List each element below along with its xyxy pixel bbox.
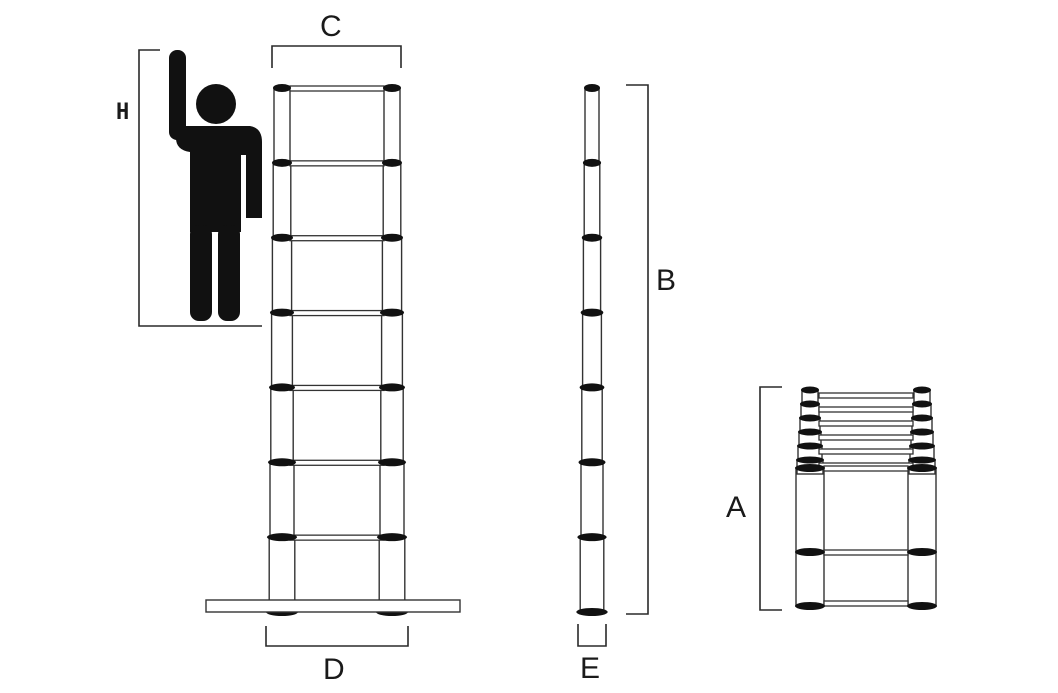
depth-dimension bbox=[577, 624, 607, 647]
side-stile-segment bbox=[581, 386, 603, 463]
left-stile-segment bbox=[271, 237, 293, 314]
extended-ladder-side-view bbox=[576, 84, 608, 616]
side-collar bbox=[584, 84, 600, 92]
stile-collar bbox=[383, 84, 401, 92]
retracted-collar bbox=[795, 464, 825, 472]
retracted-collar bbox=[797, 442, 823, 450]
retracted-rung bbox=[818, 420, 914, 427]
right-stile-segment bbox=[380, 386, 404, 463]
left-stile-segment bbox=[272, 162, 292, 239]
top-width-dimension bbox=[271, 45, 402, 68]
retracted-collar bbox=[798, 428, 822, 436]
side-collar bbox=[578, 458, 606, 467]
height-label: H bbox=[116, 100, 129, 125]
stile-collar bbox=[269, 383, 295, 392]
left-stile-segment bbox=[270, 311, 294, 389]
stile-collar bbox=[267, 533, 297, 542]
side-stile-segment bbox=[581, 311, 603, 389]
stile-collar bbox=[381, 233, 403, 242]
top-width-label: C bbox=[320, 10, 342, 43]
stile-collar bbox=[380, 308, 404, 317]
retracted-stile-tube bbox=[907, 467, 937, 607]
side-stile-segment bbox=[583, 162, 601, 239]
base-width-dimension bbox=[265, 626, 409, 647]
left-stile-segment bbox=[273, 87, 291, 164]
stile-collar bbox=[273, 84, 291, 92]
retracted-rung bbox=[818, 406, 914, 413]
retracted-collar bbox=[908, 456, 936, 464]
side-collar bbox=[582, 158, 602, 167]
retracted-foot bbox=[795, 602, 825, 610]
stile-collar bbox=[378, 458, 406, 467]
base-stabilizer-bar bbox=[205, 599, 461, 613]
retracted-length-dimension bbox=[759, 386, 782, 611]
retracted-rung bbox=[818, 434, 914, 441]
retracted-rung bbox=[818, 448, 914, 455]
rung bbox=[289, 235, 385, 242]
side-collar bbox=[581, 233, 603, 242]
retracted-foot bbox=[907, 602, 937, 610]
retracted-collar bbox=[801, 386, 819, 394]
right-stile-segment bbox=[379, 461, 405, 538]
right-stile-segment bbox=[382, 162, 402, 239]
retracted-collar bbox=[796, 456, 824, 464]
side-stile-segment bbox=[584, 87, 600, 164]
side-collar bbox=[579, 383, 605, 392]
stile-collar bbox=[382, 158, 402, 167]
retracted-collar bbox=[799, 414, 821, 422]
retracted-collar bbox=[800, 400, 820, 408]
stile-collar bbox=[379, 383, 405, 392]
rung bbox=[289, 309, 385, 317]
retracted-rung bbox=[823, 465, 909, 472]
person-raised-arm-icon bbox=[169, 50, 262, 321]
right-stile-segment bbox=[381, 237, 403, 314]
retracted-collar bbox=[913, 386, 931, 394]
height-dimension bbox=[138, 49, 262, 327]
side-collar bbox=[576, 608, 608, 616]
rung bbox=[289, 534, 385, 541]
side-stile-segment bbox=[579, 536, 605, 613]
rung bbox=[289, 160, 385, 167]
retracted-length-label: A bbox=[726, 491, 746, 524]
right-stile-segment bbox=[380, 311, 404, 389]
stile-collar bbox=[272, 158, 292, 167]
stile-collar bbox=[377, 533, 407, 542]
left-stile-segment bbox=[269, 461, 295, 538]
retracted-rung bbox=[823, 549, 909, 556]
rung bbox=[289, 384, 385, 392]
extended-length-label: B bbox=[656, 264, 676, 297]
left-stile-segment bbox=[270, 386, 294, 463]
retracted-collar bbox=[907, 464, 937, 472]
stile-collar bbox=[268, 458, 296, 467]
side-stile-segment bbox=[582, 237, 602, 314]
retracted-rung bbox=[818, 392, 914, 399]
retracted-collar bbox=[912, 400, 932, 408]
extended-length-dimension bbox=[626, 84, 649, 615]
depth-label: E bbox=[580, 652, 600, 685]
retracted-ladder-view bbox=[795, 386, 937, 610]
side-collar bbox=[577, 533, 607, 542]
side-collar bbox=[580, 308, 604, 317]
stile-collar bbox=[270, 308, 294, 317]
right-stile-segment bbox=[383, 87, 401, 164]
base-width-label: D bbox=[323, 653, 345, 686]
side-stile-segment bbox=[580, 461, 604, 538]
retracted-collar bbox=[909, 442, 935, 450]
retracted-collar bbox=[911, 414, 933, 422]
rung bbox=[289, 459, 385, 466]
retracted-collar bbox=[910, 428, 934, 436]
extended-ladder-front-view bbox=[266, 84, 408, 616]
retracted-base-rung bbox=[823, 600, 909, 607]
stile-collar bbox=[271, 233, 293, 242]
rung bbox=[289, 85, 385, 92]
retracted-collar bbox=[795, 548, 825, 556]
retracted-collar bbox=[907, 548, 937, 556]
retracted-stile-tube bbox=[795, 467, 825, 607]
